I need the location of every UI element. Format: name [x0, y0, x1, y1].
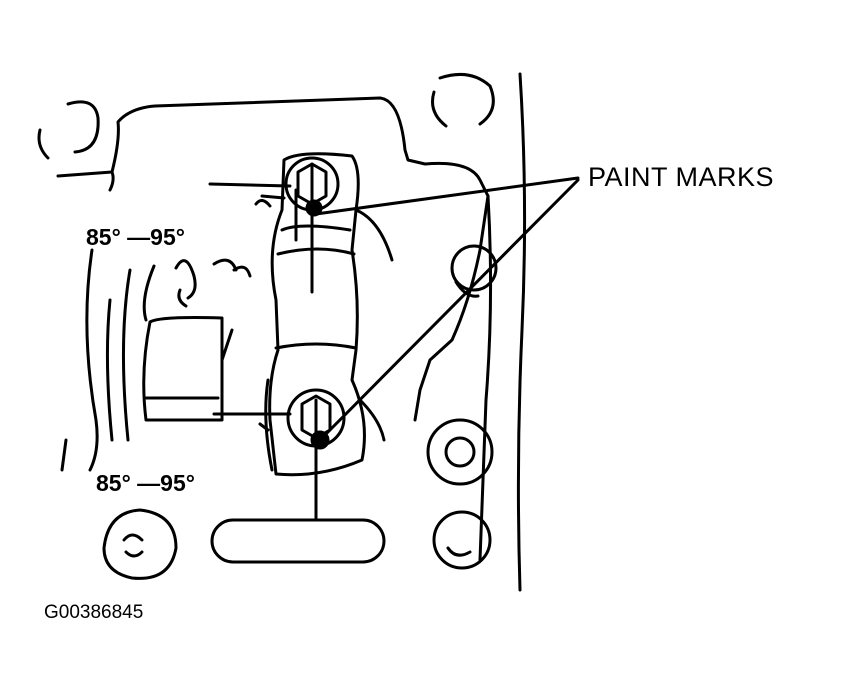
right-lower-hole [426, 418, 494, 486]
right-rail-outer [516, 72, 527, 592]
bottom-left-hole-inner [122, 533, 144, 558]
left-top-curl [37, 100, 100, 160]
paint-marks-leader-top [314, 176, 580, 216]
top-right-circle [431, 72, 495, 128]
right-rail-inner [478, 194, 493, 562]
bottom-left-hole [102, 508, 178, 580]
top-angle-line [208, 182, 292, 208]
paint-marks-leader-bottom [320, 178, 580, 440]
bottom-slot [210, 518, 386, 564]
head-outline [56, 96, 490, 422]
rocker-arm-side [264, 208, 394, 472]
bottom-angle-line [212, 412, 292, 432]
bottom-right-hole [432, 510, 492, 570]
bottom-right-hole-inner [446, 546, 472, 557]
left-block [142, 316, 224, 422]
left-edge-lines [60, 248, 114, 472]
top-bolt-centerline [294, 162, 314, 294]
angle-label-bottom: 85° —95° [96, 470, 195, 496]
rocker-arm-waist [274, 224, 358, 350]
head-outline-tip [108, 170, 115, 192]
paint-marks-label: PAINT MARKS [588, 162, 775, 192]
left-curves [121, 258, 252, 442]
left-block-lines [144, 328, 234, 400]
figure-id: G00386845 [44, 602, 144, 623]
rocker-arm [268, 152, 366, 477]
right-mid-hole [450, 244, 498, 292]
angle-label-top: 85° —95° [86, 224, 185, 250]
right-lower-hole-inner [444, 436, 476, 468]
